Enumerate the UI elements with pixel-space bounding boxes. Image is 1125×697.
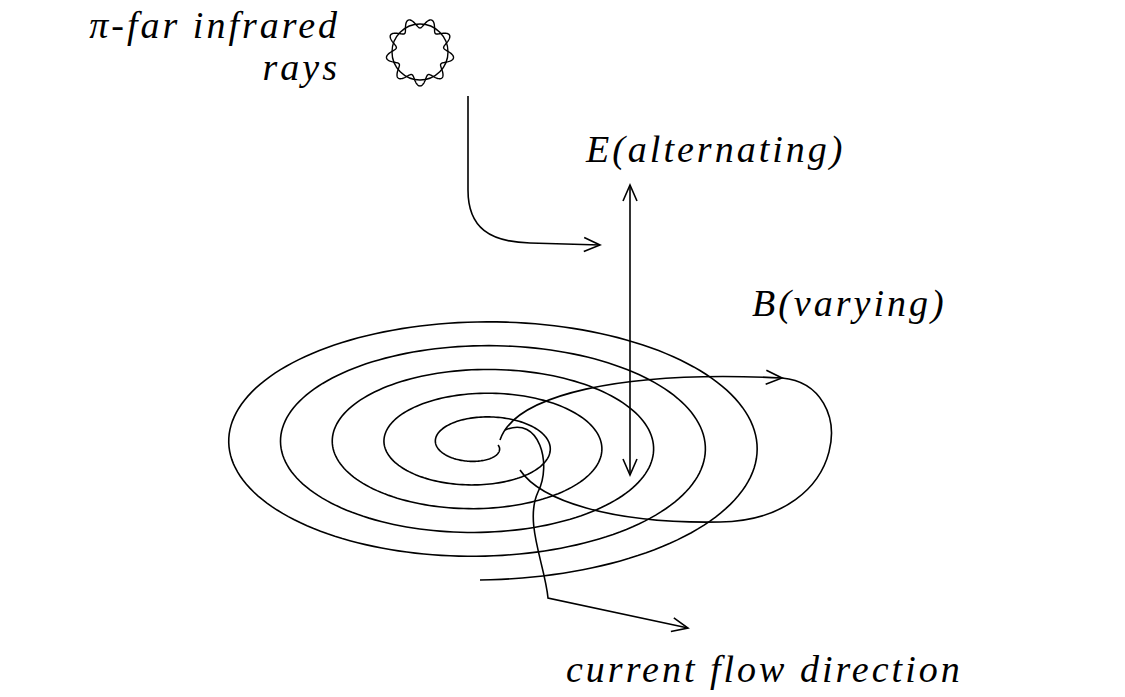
- label-text: π-far infrared rays: [4, 4, 340, 88]
- b-field-arrow: [500, 377, 782, 440]
- label-text: B(varying): [752, 282, 947, 324]
- label-text: current flow direction: [566, 648, 963, 690]
- spiral-coil: [229, 322, 757, 580]
- source-circle: [392, 24, 448, 80]
- current-arrow: [505, 427, 688, 628]
- ray-arrow: [468, 96, 600, 245]
- wave-ring: [386, 20, 453, 86]
- e-field-arrow: [629, 185, 631, 475]
- label-text: E(alternating): [586, 128, 845, 170]
- b-field-loop: [520, 378, 831, 522]
